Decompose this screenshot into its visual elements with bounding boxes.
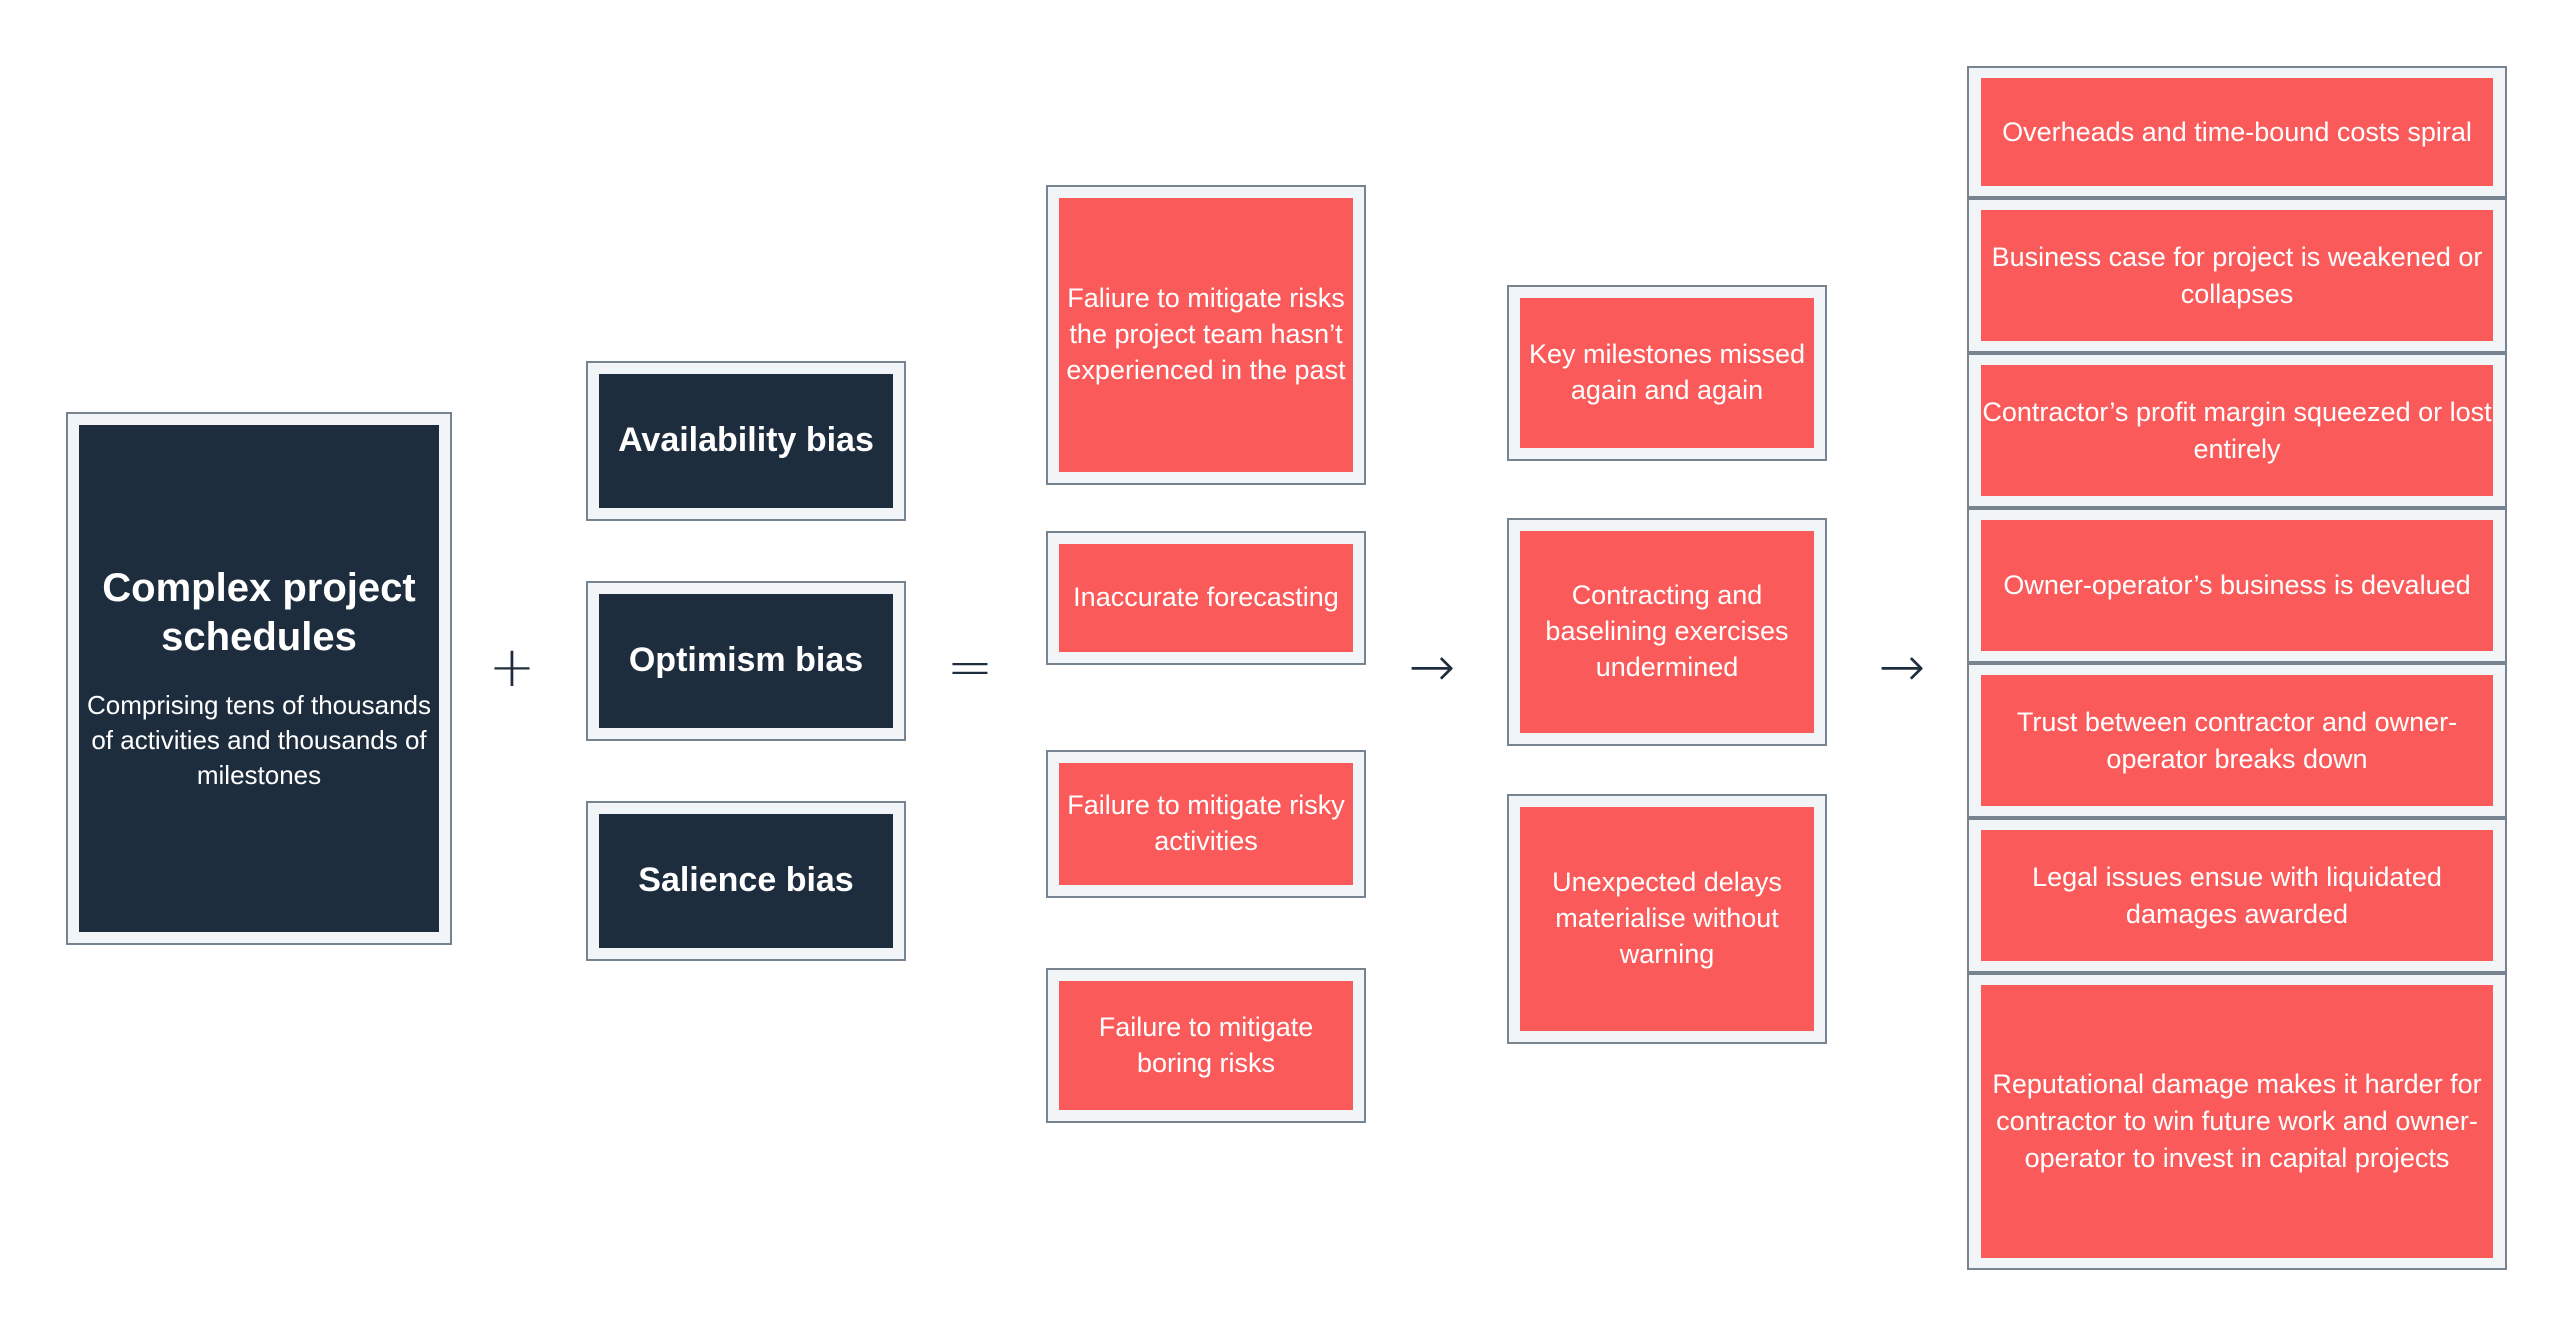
effect-box: Failure to mitigate boring risks	[1046, 968, 1366, 1123]
consequence-box: Unexpected delays materialise without wa…	[1507, 794, 1827, 1044]
consequence-label: Unexpected delays materialise without wa…	[1552, 867, 1782, 969]
outcome-box-fill: Contractor’s profit margin squeezed or l…	[1981, 365, 2493, 496]
bias-box-availability: Availability bias	[586, 361, 906, 521]
outcome-box-fill: Trust between contractor and owner-opera…	[1981, 675, 2493, 806]
effect-box: Faliure to mitigate risks the project te…	[1046, 185, 1366, 485]
outcome-label: Overheads and time-bound costs spiral	[2002, 116, 2472, 147]
operator-equals: =	[930, 628, 1010, 708]
outcome-box: Reputational damage makes it harder for …	[1967, 973, 2507, 1270]
consequence-box-fill: Unexpected delays materialise without wa…	[1520, 807, 1814, 1031]
source-box-fill: Complex project schedules Comprising ten…	[79, 425, 439, 932]
outcome-box: Legal issues ensue with liquidated damag…	[1967, 818, 2507, 973]
bias-box-optimism: Optimism bias	[586, 581, 906, 741]
outcome-box-fill: Business case for project is weakened or…	[1981, 210, 2493, 341]
consequence-label: Contracting and baselining exercises und…	[1545, 580, 1789, 682]
source-title: Complex project schedules	[102, 566, 416, 659]
effect-box: Inaccurate forecasting	[1046, 531, 1366, 665]
outcome-box: Business case for project is weakened or…	[1967, 198, 2507, 353]
effect-label: Inaccurate forecasting	[1073, 582, 1339, 613]
outcome-label: Reputational damage makes it harder for …	[1992, 1069, 2482, 1173]
consequence-box-fill: Key milestones missed again and again	[1520, 298, 1814, 448]
effect-box: Failure to mitigate risky activities	[1046, 750, 1366, 898]
arrow-right-icon: →	[1408, 635, 1456, 700]
bias-box-fill: Optimism bias	[599, 594, 893, 728]
outcome-label: Owner-operator’s business is devalued	[2003, 570, 2471, 601]
outcome-label: Legal issues ensue with liquidated damag…	[2032, 861, 2442, 929]
bias-label: Optimism bias	[628, 641, 864, 680]
source-subtitle: Comprising tens of thousands of activiti…	[87, 689, 431, 790]
outcome-box-fill: Overheads and time-bound costs spiral	[1981, 78, 2493, 186]
operator-arrow-2: →	[1862, 628, 1942, 708]
effect-box-fill: Failure to mitigate boring risks	[1059, 981, 1353, 1110]
bias-box-salience: Salience bias	[586, 801, 906, 961]
effect-label: Failure to mitigate risky activities	[1067, 790, 1345, 856]
outcome-box-fill: Reputational damage makes it harder for …	[1981, 985, 2493, 1258]
consequence-box: Key milestones missed again and again	[1507, 285, 1827, 461]
effect-box-fill: Faliure to mitigate risks the project te…	[1059, 198, 1353, 472]
bias-box-fill: Salience bias	[599, 814, 893, 948]
consequence-label: Key milestones missed again and again	[1528, 339, 1806, 405]
outcome-label: Business case for project is weakened or…	[1991, 241, 2483, 309]
effect-label: Failure to mitigate boring risks	[1098, 1011, 1314, 1078]
outcome-box: Owner-operator’s business is devalued	[1967, 508, 2507, 663]
outcome-label: Trust between contractor and owner-opera…	[2016, 706, 2458, 774]
effect-box-fill: Failure to mitigate risky activities	[1059, 763, 1353, 885]
outcome-box: Overheads and time-bound costs spiral	[1967, 66, 2507, 198]
plus-icon: +	[488, 635, 536, 700]
outcome-label: Contractor’s profit margin squeezed or l…	[1982, 396, 2492, 464]
outcome-box: Contractor’s profit margin squeezed or l…	[1967, 353, 2507, 508]
outcome-box: Trust between contractor and owner-opera…	[1967, 663, 2507, 818]
effect-label: Faliure to mitigate risks the project te…	[1066, 283, 1346, 385]
consequence-box-fill: Contracting and baselining exercises und…	[1520, 531, 1814, 733]
operator-plus: +	[472, 628, 552, 708]
source-box: Complex project schedules Comprising ten…	[66, 412, 452, 945]
bias-label: Salience bias	[638, 861, 854, 900]
equals-icon: =	[946, 635, 994, 700]
operator-arrow-1: →	[1392, 628, 1472, 708]
outcome-box-fill: Legal issues ensue with liquidated damag…	[1981, 830, 2493, 961]
outcome-box-fill: Owner-operator’s business is devalued	[1981, 520, 2493, 651]
effect-box-fill: Inaccurate forecasting	[1059, 544, 1353, 652]
arrow-right-icon: →	[1878, 635, 1926, 700]
bias-box-fill: Availability bias	[599, 374, 893, 508]
consequence-box: Contracting and baselining exercises und…	[1507, 518, 1827, 746]
bias-label: Availability bias	[618, 421, 874, 460]
